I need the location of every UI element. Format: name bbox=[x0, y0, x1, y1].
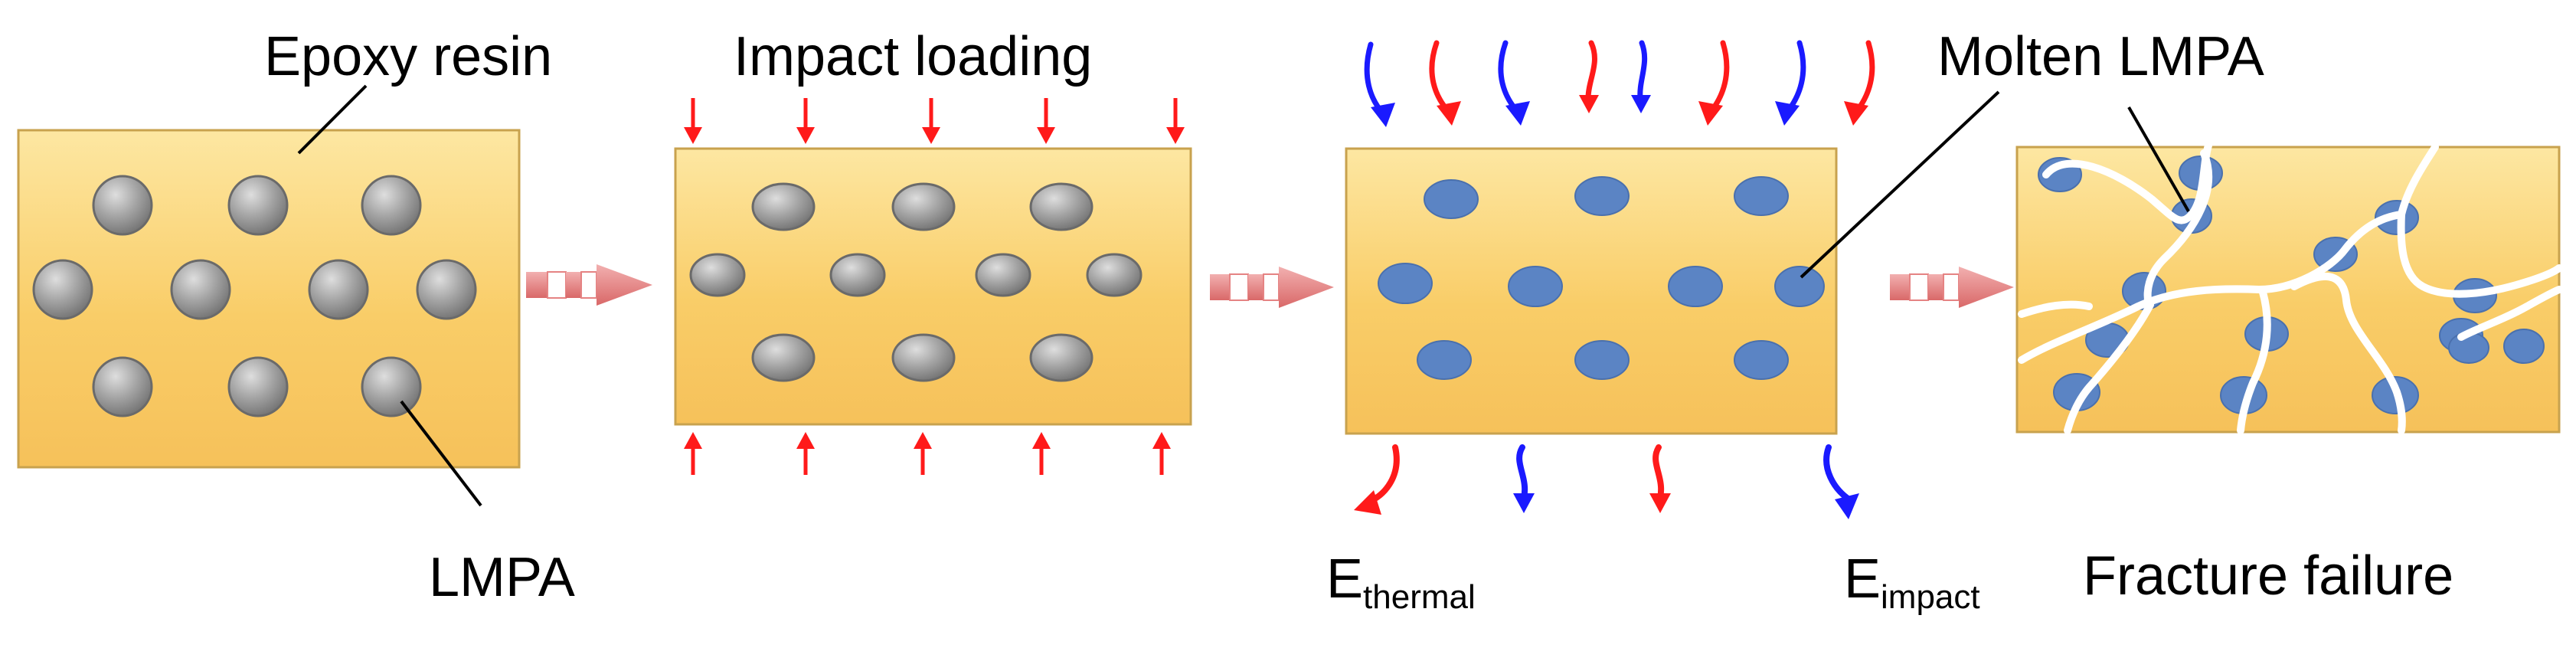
curved-arrow-icon bbox=[1823, 444, 1859, 519]
lmpa-particle bbox=[227, 356, 289, 417]
molten-lmpa-particle bbox=[1734, 340, 1789, 380]
crack-line bbox=[2018, 211, 2405, 364]
lmpa-particle bbox=[416, 259, 477, 320]
lmpa-particle bbox=[227, 175, 289, 236]
crack-lines bbox=[2018, 142, 2563, 434]
lmpa-particle bbox=[170, 259, 231, 320]
crack-line bbox=[2457, 286, 2563, 341]
lmpa-particle bbox=[92, 356, 153, 417]
energy-arrows-bottom bbox=[1354, 444, 1859, 519]
curved-arrow-icon bbox=[1649, 444, 1671, 513]
leader-lmpa bbox=[400, 400, 482, 507]
curved-arrow-icon bbox=[1698, 40, 1730, 126]
lmpa-particle bbox=[361, 175, 422, 236]
lmpa-particle bbox=[361, 356, 422, 417]
curved-arrow-icon bbox=[1364, 41, 1395, 127]
lmpa-particle bbox=[751, 333, 816, 382]
lmpa-particle bbox=[1029, 333, 1093, 382]
curved-arrow-icon bbox=[1513, 444, 1535, 513]
impact-arrows-top bbox=[684, 98, 1185, 144]
molten-lmpa-particle bbox=[1378, 263, 1433, 304]
molten-particles bbox=[1378, 176, 1825, 380]
label-e-impact-sub: impact bbox=[1881, 578, 1980, 616]
leader-molten-lmpa bbox=[1800, 90, 2000, 279]
down-arrow-icon bbox=[684, 98, 702, 144]
lmpa-particle bbox=[689, 253, 746, 297]
label-e-thermal-main: E bbox=[1326, 548, 1363, 610]
crack-line bbox=[2064, 301, 2154, 434]
lmpa-particle bbox=[751, 182, 816, 231]
process-arrow-3 bbox=[1890, 267, 2014, 308]
lmpa-particle bbox=[891, 333, 956, 382]
label-e-thermal: Ethermal bbox=[1326, 548, 1476, 616]
lmpa-particle bbox=[975, 253, 1031, 297]
lmpa-particle bbox=[1086, 253, 1143, 297]
curved-arrow-icon bbox=[1498, 40, 1530, 126]
curved-arrow-icon bbox=[1354, 444, 1400, 515]
up-arrow-icon bbox=[1032, 432, 1051, 475]
curved-arrow-icon bbox=[1631, 40, 1651, 113]
stage-impact: Impact loading bbox=[674, 26, 1192, 475]
label-e-thermal-sub: thermal bbox=[1363, 578, 1476, 616]
stage-heating: Molten LMPA Ethermal Eimpact bbox=[1326, 26, 2264, 616]
process-arrow-2 bbox=[1210, 267, 1334, 308]
label-fracture-failure: Fracture failure bbox=[2083, 545, 2453, 607]
crack-line bbox=[2018, 300, 2093, 318]
molten-lmpa-particle bbox=[1417, 340, 1472, 380]
stage-initial: Epoxy resin LMPA bbox=[17, 26, 575, 608]
label-molten-lmpa: Molten LMPA bbox=[1937, 26, 2264, 87]
lmpa-particle bbox=[308, 259, 369, 320]
curved-arrow-icon bbox=[1579, 40, 1599, 113]
energy-arrows-top bbox=[1364, 40, 1875, 127]
molten-lmpa-particle bbox=[1668, 266, 1723, 307]
lmpa-particle bbox=[829, 253, 886, 297]
up-arrow-icon bbox=[684, 432, 702, 475]
impact-arrows-bottom bbox=[684, 432, 1171, 475]
lmpa-particle bbox=[92, 175, 153, 236]
down-arrow-icon bbox=[922, 98, 940, 144]
up-arrow-icon bbox=[1152, 432, 1171, 475]
molten-lmpa-particle bbox=[1574, 340, 1630, 380]
label-lmpa: LMPA bbox=[429, 547, 575, 608]
curved-arrow-icon bbox=[1775, 40, 1806, 126]
label-impact-loading: Impact loading bbox=[734, 26, 1092, 87]
label-epoxy-resin: Epoxy resin bbox=[264, 26, 552, 87]
crack-line bbox=[2397, 211, 2563, 298]
crack-line bbox=[2143, 149, 2213, 309]
lmpa-particles-initial bbox=[32, 175, 477, 417]
molten-lmpa-particle bbox=[1734, 176, 1789, 216]
label-e-impact-main: E bbox=[1844, 548, 1881, 610]
lmpa-particles-impact bbox=[689, 182, 1143, 382]
process-arrow-1 bbox=[526, 264, 652, 306]
molten-lmpa-particle bbox=[1424, 179, 1479, 219]
crack-line bbox=[2237, 286, 2271, 434]
label-e-impact: Eimpact bbox=[1844, 548, 1980, 616]
down-arrow-icon bbox=[796, 98, 815, 144]
crack-line bbox=[2042, 142, 2212, 224]
crack-line bbox=[2398, 143, 2439, 218]
lmpa-particle bbox=[891, 182, 956, 231]
lmpa-particle bbox=[32, 259, 93, 320]
leader-molten-lmpa-fracture bbox=[2127, 106, 2190, 212]
crack-line bbox=[2290, 272, 2406, 434]
up-arrow-icon bbox=[914, 432, 932, 475]
leader-epoxy-resin bbox=[297, 84, 368, 155]
down-arrow-icon bbox=[1166, 98, 1185, 144]
molten-lmpa-particle bbox=[2503, 329, 2545, 364]
molten-lmpa-particle bbox=[1574, 176, 1630, 216]
curved-arrow-icon bbox=[1844, 40, 1875, 126]
molten-lmpa-particle bbox=[1774, 266, 1825, 307]
molten-lmpa-particle bbox=[1508, 266, 1563, 307]
up-arrow-icon bbox=[796, 432, 815, 475]
down-arrow-icon bbox=[1037, 98, 1055, 144]
stage-fracture: Fracture failure bbox=[2015, 106, 2563, 607]
curved-arrow-icon bbox=[1429, 40, 1461, 126]
lmpa-particle bbox=[1029, 182, 1093, 231]
